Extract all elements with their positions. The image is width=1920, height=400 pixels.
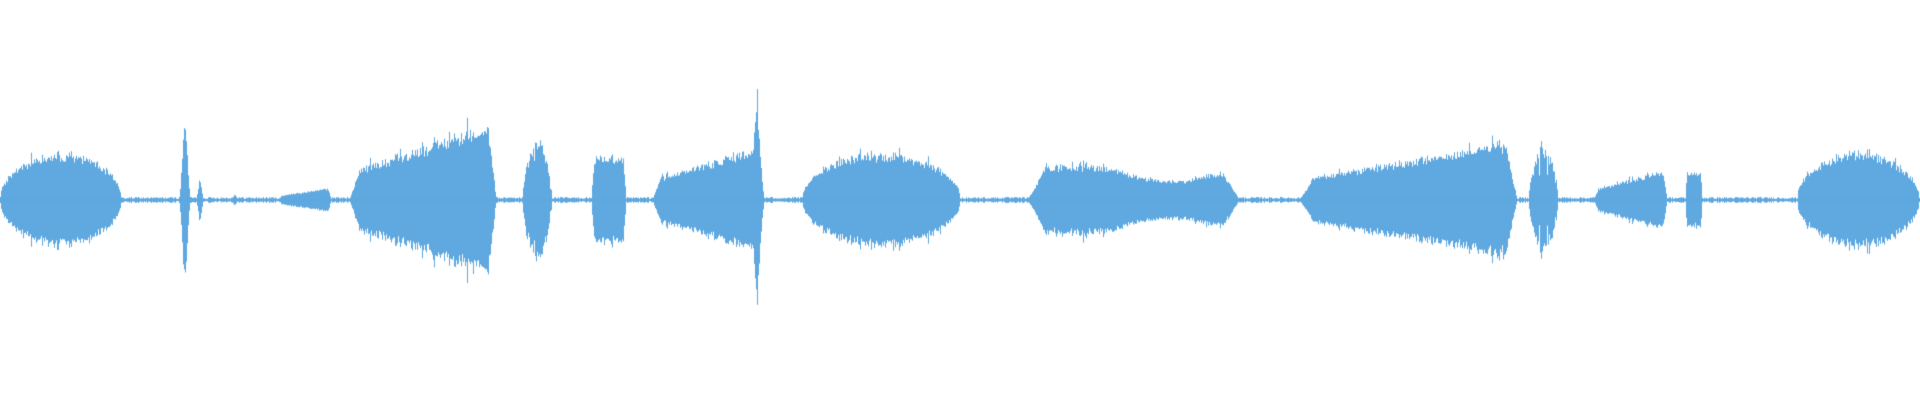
audio-waveform [0, 0, 1920, 400]
